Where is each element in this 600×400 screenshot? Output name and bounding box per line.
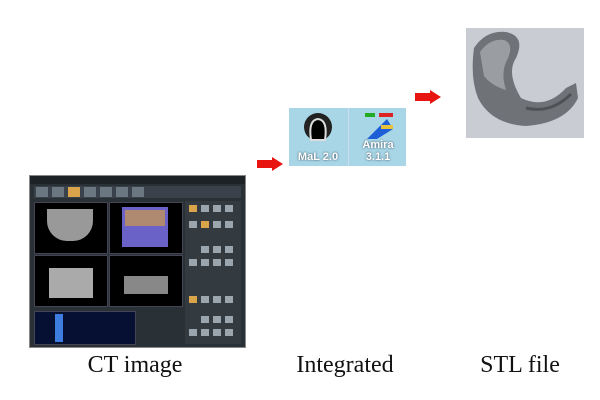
mandible-model-image	[472, 31, 578, 126]
stl-mandible-render	[466, 28, 584, 138]
caption-stl-file: STL file	[480, 352, 560, 378]
amira-app-shortcut[interactable]: Amira 3.1.1	[348, 108, 407, 166]
caption-ct-image: CT image	[87, 352, 183, 378]
toolbar	[34, 186, 241, 198]
caption-integrated: Integrated	[296, 352, 394, 378]
icon-label: Amira 3.1.1	[362, 139, 394, 163]
tool-icon	[116, 187, 128, 197]
mal-app-shortcut[interactable]: MaL 2.0	[289, 108, 347, 166]
tool-icon	[132, 187, 144, 197]
right-arrow-icon	[415, 90, 441, 104]
ct-software-screenshot	[29, 175, 246, 348]
axial-view	[34, 202, 108, 254]
tool-icon	[100, 187, 112, 197]
right-arrow-icon	[257, 157, 283, 171]
icon-label: MaL 2.0	[297, 151, 339, 163]
amira-app-icon	[365, 113, 393, 139]
tool-icon	[52, 187, 64, 197]
tool-icon	[68, 187, 80, 197]
tool-icon	[36, 187, 48, 197]
3d-view	[109, 202, 183, 254]
integrated-software-icons: MaL 2.0 Amira 3.1.1	[289, 108, 406, 166]
title-bar	[30, 176, 245, 184]
side-panel	[185, 201, 241, 344]
histogram	[34, 311, 136, 345]
head-silhouette-icon	[304, 113, 332, 141]
coronal-view	[34, 255, 108, 307]
sagittal-view	[109, 255, 183, 307]
tool-icon	[84, 187, 96, 197]
